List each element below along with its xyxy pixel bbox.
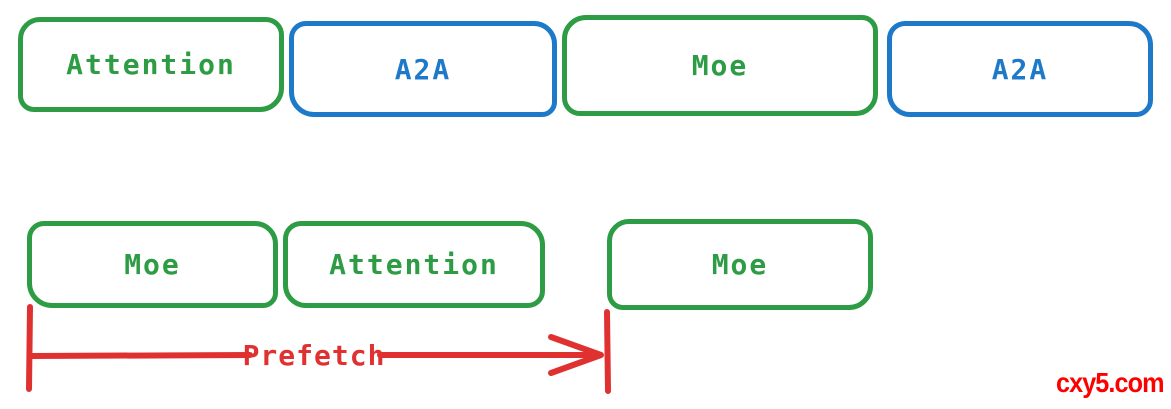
prefetch-right-tick: [604, 309, 611, 394]
watermark: cxy5.com: [1056, 367, 1165, 398]
block-moe-top: Moe: [562, 15, 878, 116]
block-label: Moe: [711, 248, 769, 281]
block-moe-bottom-1: Moe: [27, 221, 278, 308]
block-attention-top: Attention: [18, 17, 284, 112]
prefetch-label: Prefetch: [242, 338, 386, 372]
block-label: A2A: [991, 52, 1049, 86]
block-label: Moe: [691, 49, 749, 82]
block-a2a-2: A2A: [887, 21, 1153, 117]
block-a2a-1: A2A: [289, 21, 557, 117]
prefetch-left-tick: [26, 304, 33, 392]
block-label: Moe: [124, 248, 181, 281]
block-label: A2A: [394, 52, 452, 86]
arrowhead-icon: [548, 334, 604, 376]
block-moe-bottom-2: Moe: [607, 219, 873, 310]
prefetch-line-left: [29, 352, 253, 359]
block-label: Attention: [329, 248, 499, 281]
block-attention-bottom: Attention: [283, 221, 545, 308]
block-label: Attention: [66, 48, 236, 81]
